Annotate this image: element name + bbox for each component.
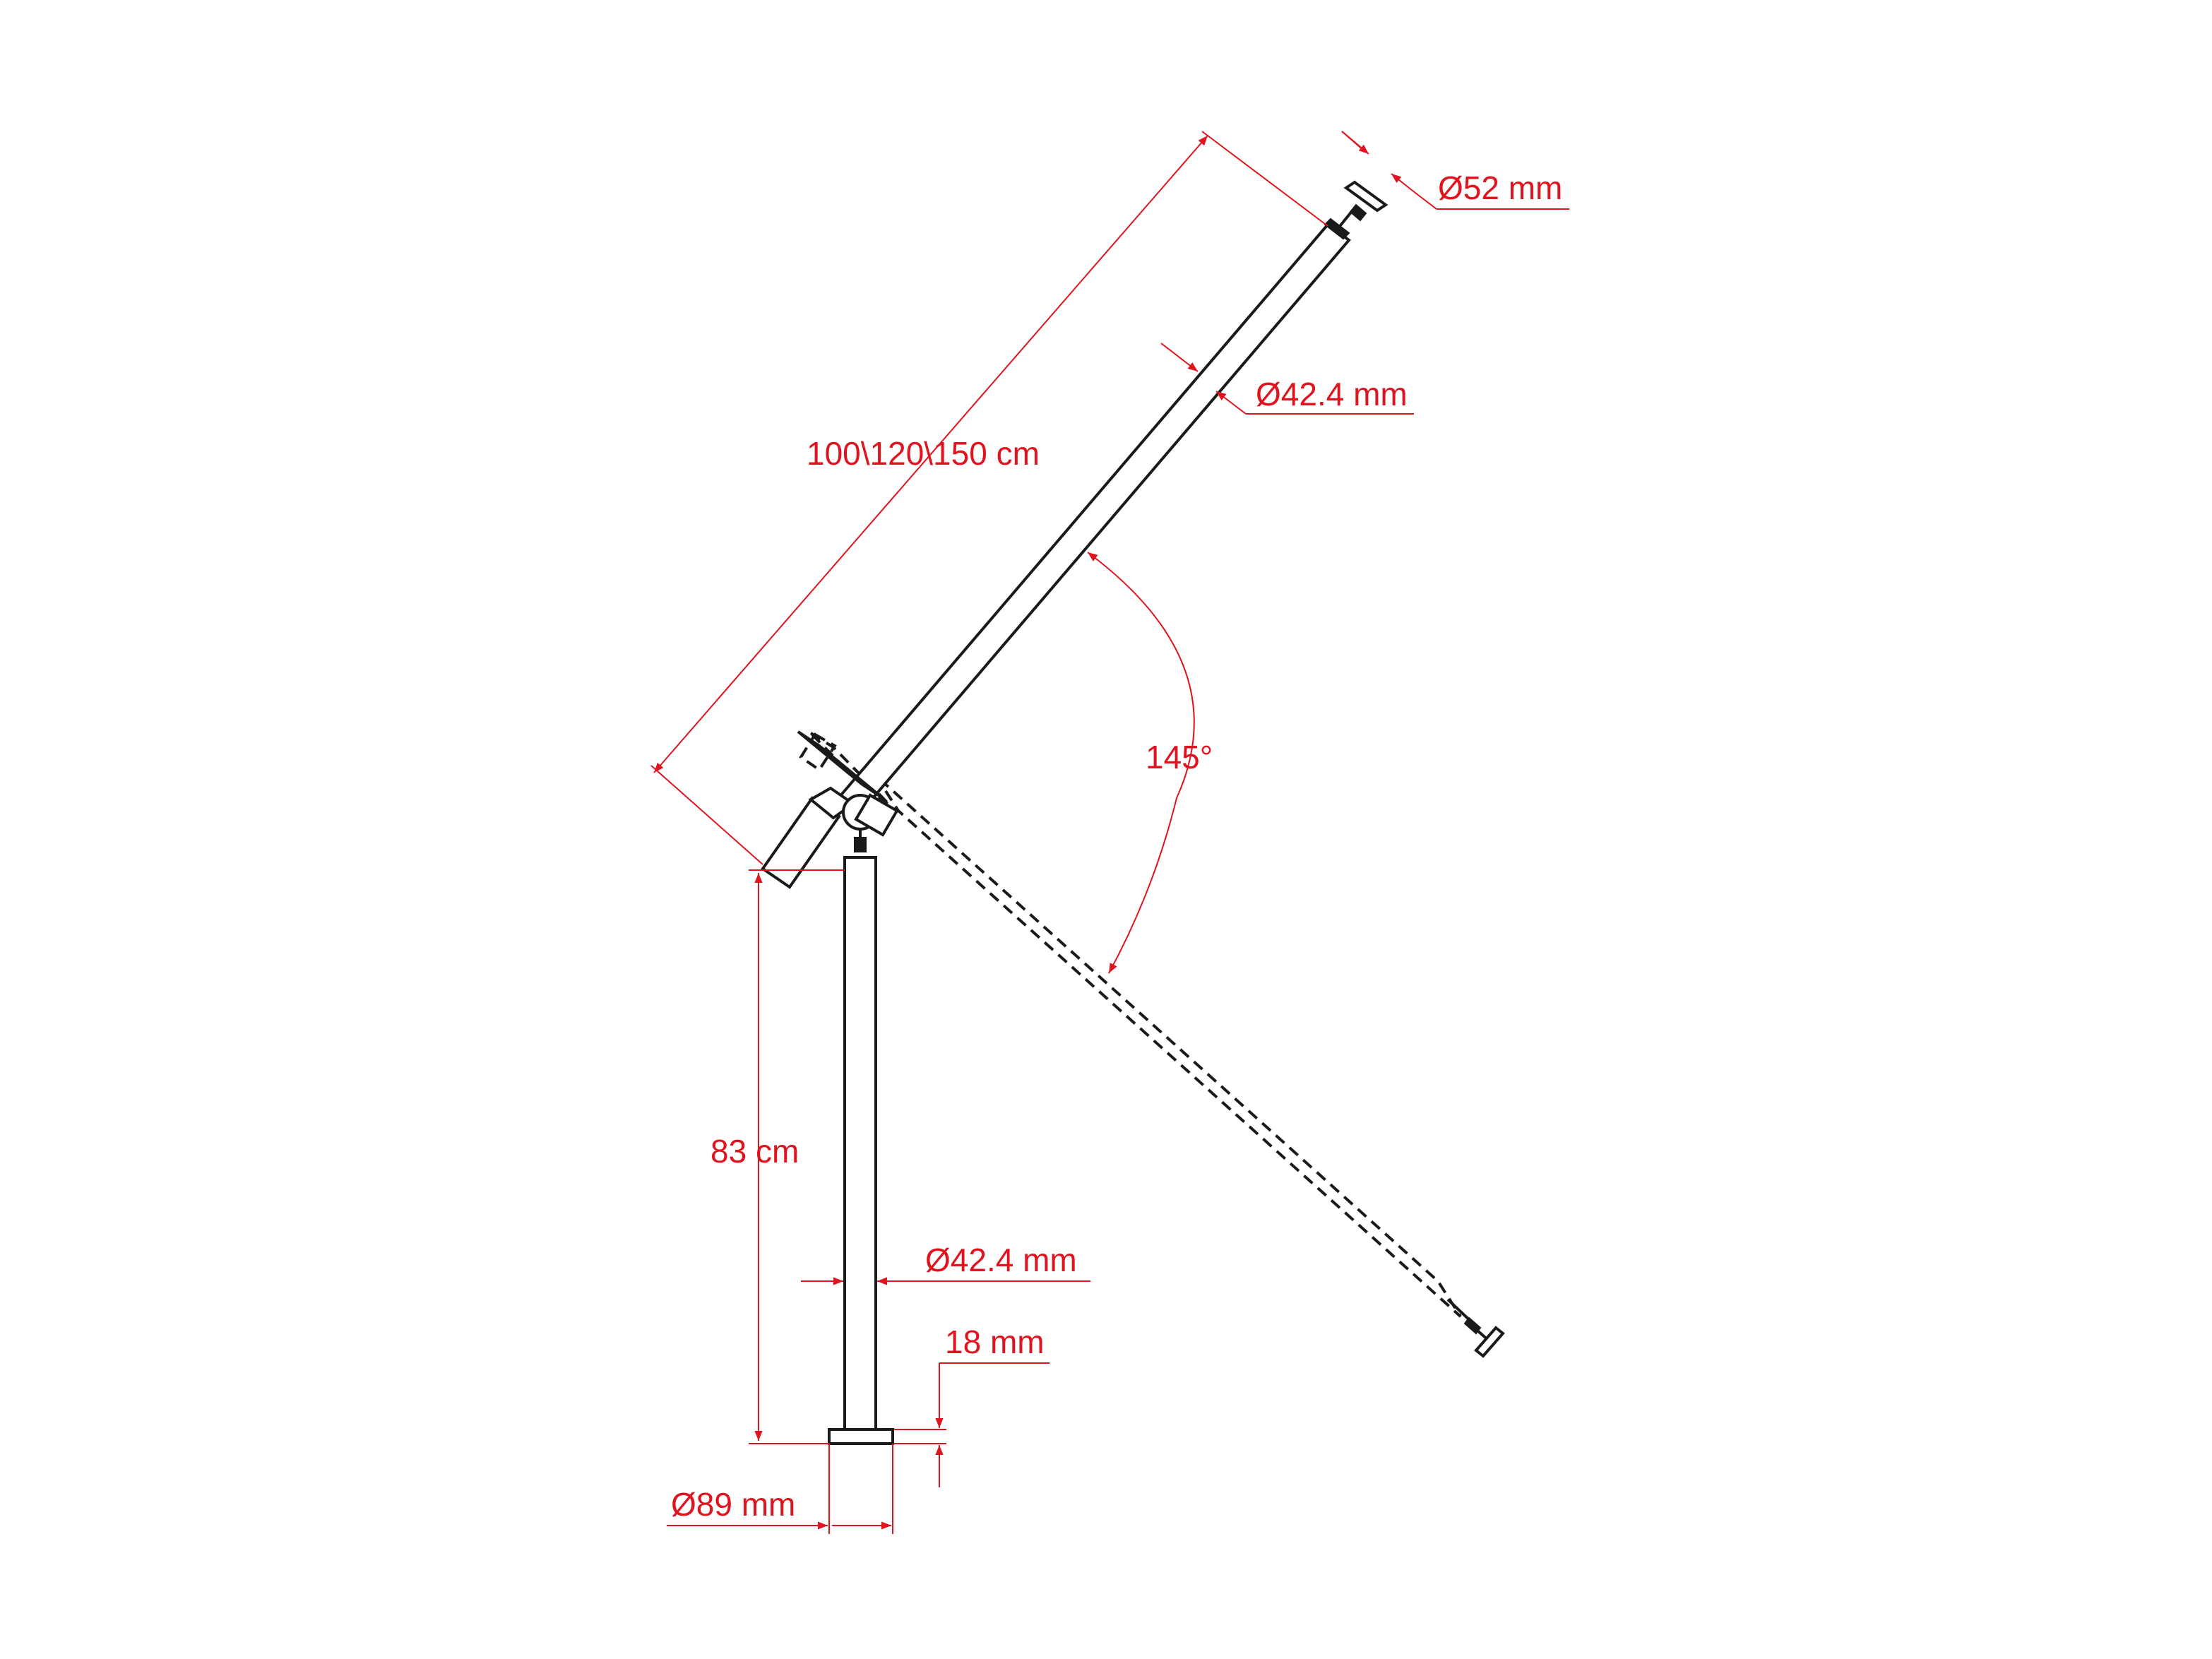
handrail-alternate-position (799, 732, 1505, 1358)
dimension-post-height: 83 cm (710, 869, 845, 1444)
dimension-post-diameter: Ø42.4 mm (801, 1242, 1090, 1285)
dimension-top-fitting: Ø52 mm (1341, 131, 1569, 210)
base-diameter-label: Ø89 mm (671, 1486, 795, 1523)
angle-label: 145° (1146, 739, 1213, 775)
dimension-angle: 145° (1087, 552, 1213, 974)
dimension-handrail-diameter: Ø42.4 mm (1160, 343, 1414, 415)
dimension-base-thickness: 18 mm (894, 1324, 1049, 1487)
dimension-handrail-length: 100\120\150 cm (650, 131, 1328, 865)
base-thickness-label: 18 mm (945, 1324, 1045, 1360)
dimension-base-diameter: Ø89 mm (667, 1444, 893, 1534)
post-height-label: 83 cm (710, 1133, 799, 1170)
handrail-diameter-label: Ø42.4 mm (1256, 376, 1408, 412)
post-diameter-label: Ø42.4 mm (925, 1242, 1077, 1278)
handrail-length-label: 100\120\150 cm (807, 435, 1040, 472)
top-fitting-diameter-label: Ø52 mm (1438, 170, 1562, 206)
post (828, 856, 894, 1445)
handrail (833, 180, 1389, 820)
